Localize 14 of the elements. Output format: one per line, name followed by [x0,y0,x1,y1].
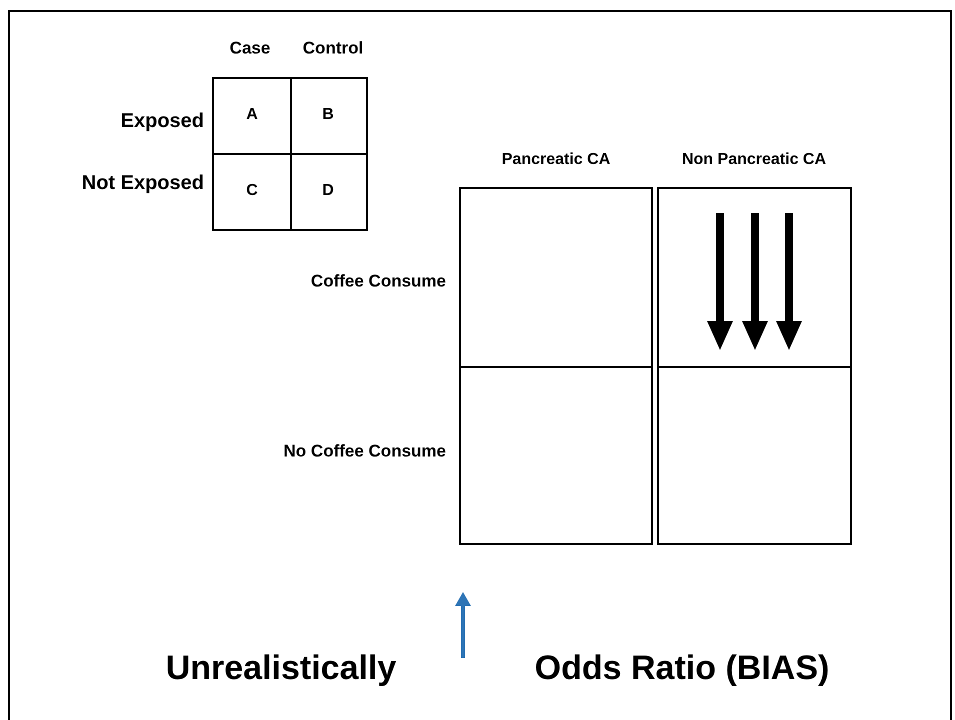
headline-text: Unrealistically [166,651,396,685]
table-label: B [322,107,334,123]
table-label: Case [230,40,270,56]
table-label: Exposed [120,111,204,131]
table-label: No Coffee Consume [284,442,446,460]
table-label: D [322,183,334,199]
headline-text: Odds Ratio (BIAS) [534,651,830,685]
table-label: Control [302,40,364,56]
table-label: C [246,183,258,199]
table-label: Coffee Consume [310,272,446,290]
table-label: Not Exposed [82,173,204,193]
table-label: Non Pancreatic CA [682,152,826,168]
table-label: A [246,107,258,123]
table-label: Pancreatic CA [502,152,610,168]
